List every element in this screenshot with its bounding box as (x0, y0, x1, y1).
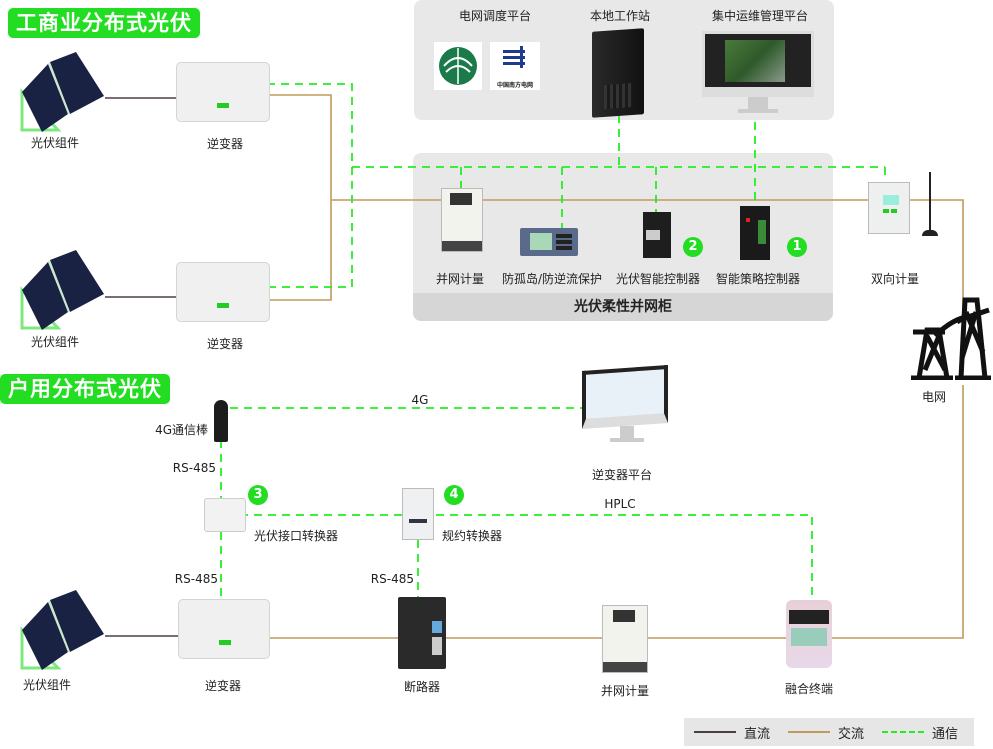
solar-panel-icon (18, 52, 106, 132)
protocol-converter-label: 规约转换器 (442, 529, 503, 543)
fusion-terminal-label: 融合终端 (784, 682, 833, 696)
cabinet-protection-icon (520, 228, 578, 256)
cabinet-meter-icon (441, 188, 483, 252)
workstation-tower-icon (592, 28, 644, 118)
rs485-top-label: RS-485 (172, 461, 216, 475)
pv-interface-converter-label: 光伏接口转换器 (254, 529, 339, 543)
ac-line-to-grid (905, 199, 964, 318)
cabinet-strategy-controller-icon (740, 206, 770, 260)
inverter-icon (178, 599, 270, 659)
power-tower-icon (905, 292, 993, 381)
inverter-icon (176, 262, 270, 322)
legend-dc-label: 直流 (744, 726, 771, 742)
workstation-label: 本地工作站 (589, 9, 650, 23)
legend-item-dc: 直流 (694, 723, 770, 742)
section-title-residential: 户用分布式光伏 (0, 374, 170, 404)
hplc-link-label: HPLC (604, 497, 636, 511)
legend-dc-line (694, 731, 736, 733)
pv-interface-converter-icon (204, 498, 246, 532)
inverter-label-2: 逆变器 (206, 337, 243, 351)
om-platform-label: 集中运维管理平台 (711, 9, 808, 23)
cabinet-strategy-controller-label: 智能策略控制器 (715, 272, 800, 286)
inverter-label-residential: 逆变器 (204, 679, 241, 693)
dc-lines (105, 97, 178, 637)
grid-cabinet-footer (413, 293, 833, 321)
grid-label: 电网 (921, 390, 946, 404)
cabinet-protection-label: 防孤岛/防逆流保护 (501, 272, 603, 286)
bidir-meter-label: 双向计量 (870, 272, 919, 286)
cabinet-pv-controller-label: 光伏智能控制器 (615, 272, 700, 286)
csg-logo-text: 中国南方电网 (496, 82, 533, 89)
badge-strategy-controller: 1 (787, 237, 807, 257)
dispatch-platform-label: 电网调度平台 (458, 9, 531, 23)
breaker-label: 断路器 (403, 680, 440, 694)
om-platform-monitor-icon (702, 31, 814, 121)
legend-comm-label: 通信 (932, 726, 959, 742)
residential-meter-label: 并网计量 (600, 684, 649, 698)
comm-lines (220, 83, 886, 600)
pv-module-label-2: 光伏组件 (30, 335, 79, 349)
residential-meter-icon (602, 605, 648, 673)
badge-pv-controller: 2 (683, 237, 703, 257)
4g-antenna-icon (214, 400, 228, 442)
badge-protocol-converter: 4 (444, 485, 464, 505)
bidir-meter-icon (868, 182, 910, 234)
legend-item-ac: 交流 (788, 723, 864, 742)
fusion-terminal-icon (786, 600, 832, 668)
pv-module-label-1: 光伏组件 (30, 136, 79, 150)
cabinet-pv-controller-icon (643, 212, 671, 258)
sgcc-logo (434, 42, 482, 90)
legend-item-comm: 通信 (882, 723, 958, 742)
4g-link-label: 4G (411, 393, 429, 407)
pv-module-label-residential: 光伏组件 (22, 678, 71, 692)
inverter-icon (176, 62, 270, 122)
comm-line-inverters (267, 83, 353, 288)
4g-antenna-label: 4G通信棒 (155, 423, 208, 437)
legend: 直流 交流 通信 (684, 718, 974, 746)
protocol-converter-icon (402, 488, 434, 540)
csg-logo: 中国南方电网 (490, 42, 540, 90)
legend-ac-label: 交流 (838, 726, 865, 742)
breaker-icon (398, 597, 446, 669)
section-title-commercial: 工商业分布式光伏 (8, 8, 200, 38)
antenna-icon (922, 172, 938, 242)
grid-cabinet-title: 光伏柔性并网柜 (574, 299, 672, 315)
ac-line-grid-residential (832, 385, 964, 639)
solar-panel-icon (18, 250, 106, 330)
cabinet-meter-label: 并网计量 (435, 272, 484, 286)
rs485-right-label: RS-485 (370, 572, 414, 586)
solar-panel-icon (18, 590, 106, 670)
legend-ac-line (788, 731, 831, 733)
inverter-label-1: 逆变器 (206, 137, 243, 151)
ac-lines (267, 94, 964, 639)
legend-comm-line (882, 731, 925, 733)
rs485-left-label: RS-485 (174, 572, 218, 586)
inverter-platform-monitor-icon (582, 362, 670, 444)
badge-pv-interface-converter: 3 (248, 485, 268, 505)
ac-line-inverters (267, 94, 332, 301)
inverter-platform-label: 逆变器平台 (591, 468, 652, 482)
